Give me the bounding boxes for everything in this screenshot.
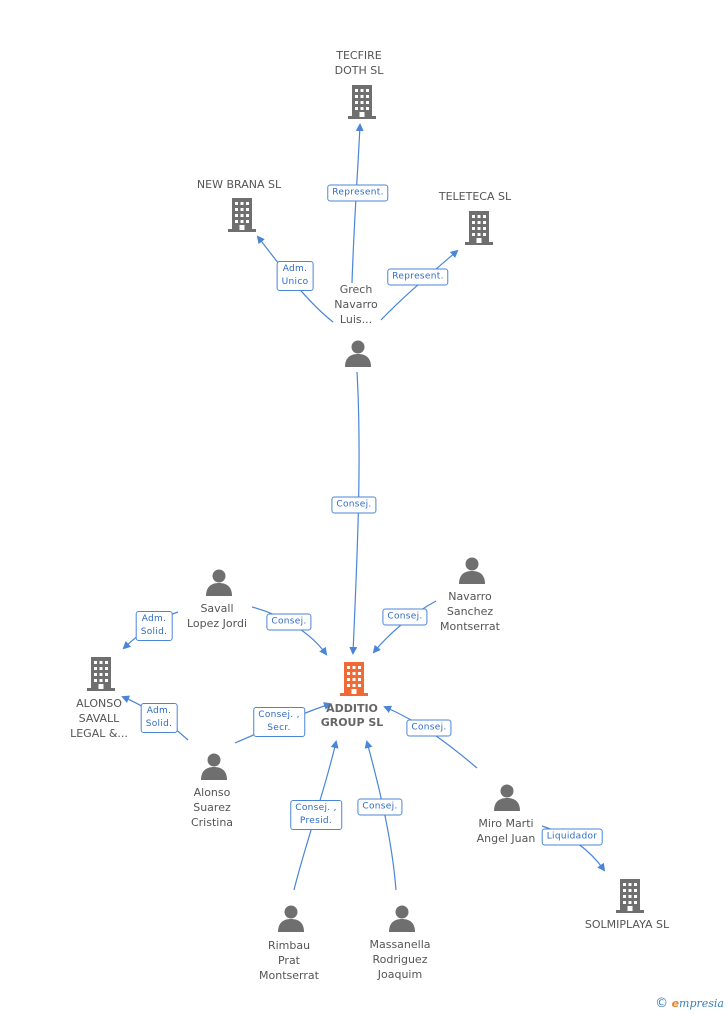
node-savall[interactable]: Savall Lopez Jordi (186, 602, 248, 630)
person-icon-grech (345, 340, 371, 367)
edge-label-grech-additio: Consej. (331, 496, 377, 514)
person-icon-alonso-suarez (201, 753, 227, 780)
node-alonso-savall[interactable]: ALONSO SAVALL LEGAL &... (70, 697, 128, 740)
edge-label-grech-tecfire: Represent. (327, 184, 389, 202)
node-navarro[interactable]: Navarro Sanchez Montserrat (440, 590, 500, 633)
edge-label-miro-solmiplaya: Liquidador (541, 828, 603, 846)
edge-label-alonsosuarez-alonso: Adm. Solid. (140, 703, 178, 733)
node-alonso-suarez[interactable]: Alonso Suarez Cristina (190, 786, 234, 829)
building-icon-teleteca (465, 211, 493, 245)
copyright-icon: © (655, 996, 669, 1011)
brand-rest: mpresia (679, 997, 724, 1010)
building-icon-additio (340, 662, 368, 696)
node-solmiplaya[interactable]: SOLMIPLAYA SL (584, 918, 670, 931)
brand-e: e (671, 997, 680, 1010)
edge-label-miro-additio: Consej. (406, 719, 452, 737)
building-icon-new-brana (228, 198, 256, 232)
edge-label-grech-teleteca: Represent. (387, 268, 449, 286)
person-icon-miro (494, 784, 520, 811)
node-miro[interactable]: Miro Marti Angel Juan (476, 817, 536, 845)
person-icon-navarro (459, 557, 485, 584)
edge-label-grech-newbrana: Adm. Unico (276, 261, 314, 291)
building-icon-solmiplaya (616, 879, 644, 913)
node-new-brana[interactable]: NEW BRANA SL (196, 178, 282, 191)
person-icon-rimbau (278, 905, 304, 932)
edge-label-alonsosuarez-additio: Consej. , Secr. (253, 707, 305, 737)
edge-miro-additio (383, 705, 478, 769)
edge-label-massanella-additio: Consej. (357, 798, 403, 816)
node-massanella[interactable]: Massanella Rodriguez Joaquim (369, 938, 431, 981)
node-rimbau[interactable]: Rimbau Prat Montserrat (259, 939, 319, 982)
edge-massanella-additio (364, 740, 397, 891)
node-additio[interactable]: ADDITIO GROUP SL (320, 702, 384, 729)
node-tecfire[interactable]: TECFIRE DOTH SL (334, 49, 384, 77)
edge-label-savall-additio: Consej. (266, 613, 312, 631)
person-icon-savall (206, 569, 232, 596)
node-grech[interactable]: Grech Navarro Luis... (334, 283, 378, 326)
building-icon-tecfire (348, 85, 376, 119)
edge-label-savall-alonso: Adm. Solid. (135, 611, 173, 641)
node-teleteca[interactable]: TELETECA SL (438, 190, 512, 203)
edge-grech-tecfire (351, 123, 364, 284)
brand-logo[interactable]: © empresia (655, 996, 724, 1011)
edge-grech-teleteca (380, 249, 459, 321)
person-icon-massanella (389, 905, 415, 932)
edge-label-rimbau-additio: Consej. , Presid. (290, 800, 342, 830)
building-icon-alonso-savall (87, 657, 115, 691)
edge-label-navarro-additio: Consej. (382, 608, 428, 626)
